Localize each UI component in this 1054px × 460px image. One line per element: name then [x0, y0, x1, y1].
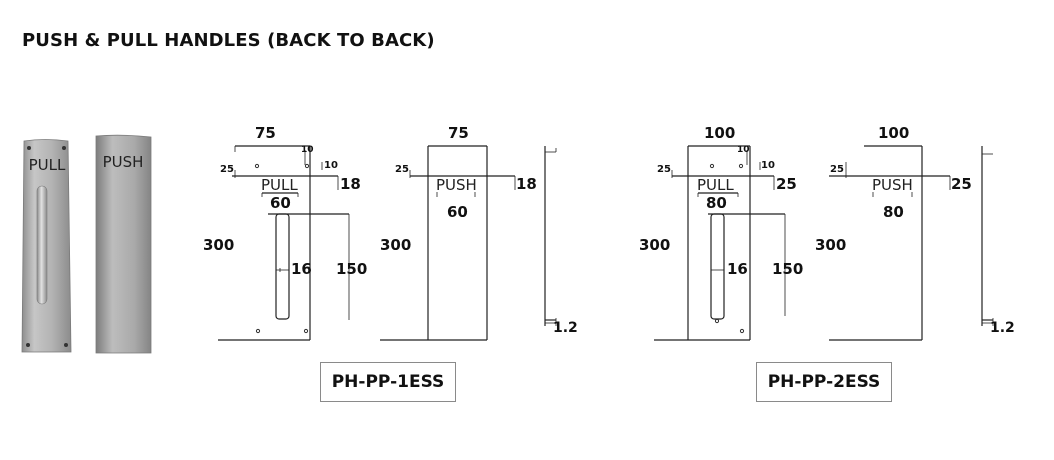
dim-text-height: 25	[776, 175, 797, 193]
dim-text-height: 18	[340, 175, 361, 193]
dim-hole-side: 10	[324, 160, 338, 171]
dim-width: 75	[448, 124, 469, 142]
dim-height: 300	[639, 236, 670, 254]
model2-pull-drawing: 100 10 10 25 PULL 25 80 300 16 150	[639, 124, 803, 341]
dim-width: 100	[878, 124, 909, 142]
dim-grip-width: 16	[727, 260, 748, 278]
pull-text: PULL	[697, 176, 734, 194]
page-title: PUSH & PULL HANDLES (BACK TO BACK)	[22, 30, 435, 51]
dim-grip-width: 16	[291, 260, 312, 278]
model2-code: PH-PP-2ESS	[767, 372, 881, 392]
dim-hole-top: 10	[301, 145, 314, 155]
dim-thickness: 1.2	[553, 320, 578, 336]
model2-push-drawing: 100 25 PUSH 25 80 300	[815, 124, 972, 341]
dim-text-width: 80	[706, 194, 727, 212]
dim-grip-length: 150	[772, 260, 803, 278]
dim-text-width: 60	[270, 194, 291, 212]
push-engraving: PUSH	[103, 153, 144, 171]
dim-text-width: 60	[447, 203, 468, 221]
push-text: PUSH	[436, 176, 477, 194]
dim-top-margin: 25	[657, 164, 671, 175]
dim-top-margin: 25	[395, 164, 409, 175]
dim-hole-top: 10	[737, 145, 750, 155]
model1-side-drawing: 1.2	[544, 146, 578, 336]
pull-engraving: PULL	[29, 156, 66, 174]
model1-pull-drawing: 75 10 10 25 PULL 18 60 300 16 150	[203, 124, 367, 341]
model2-side-drawing: 1.2	[981, 146, 1015, 336]
push-plate-photo: PUSH	[95, 134, 152, 354]
dim-thickness: 1.2	[990, 320, 1015, 336]
dim-text-height: 25	[951, 175, 972, 193]
dim-top-margin: 25	[220, 164, 234, 175]
dim-height: 300	[815, 236, 846, 254]
model1-push-drawing: 75 25 PUSH 18 60 300	[380, 124, 537, 341]
push-text: PUSH	[872, 176, 913, 194]
pull-text: PULL	[261, 176, 298, 194]
model1-code-box: PH-PP-1ESS	[320, 362, 456, 402]
dim-width: 75	[255, 124, 276, 142]
dim-height: 300	[380, 236, 411, 254]
dim-grip-length: 150	[336, 260, 367, 278]
dim-height: 300	[203, 236, 234, 254]
pull-plate-photo: PULL	[21, 139, 72, 353]
dim-width: 100	[704, 124, 735, 142]
dim-top-margin: 25	[830, 164, 844, 175]
model1-code: PH-PP-1ESS	[331, 372, 445, 392]
dim-text-height: 18	[516, 175, 537, 193]
dim-text-width: 80	[883, 203, 904, 221]
dim-hole-side: 10	[761, 160, 775, 171]
model2-code-box: PH-PP-2ESS	[756, 362, 892, 402]
